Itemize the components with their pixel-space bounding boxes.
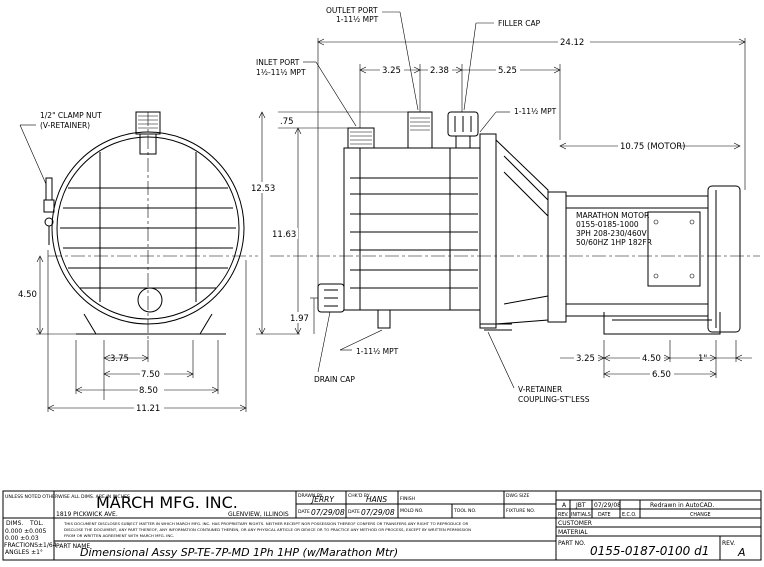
- rev-header: REV.: [558, 512, 569, 518]
- disclaimer-line3: FROM OR WRITTEN AGREEMENT WITH MARCH MFG…: [64, 533, 174, 538]
- nameplate-line4: 50/60HZ 1HP 182FR: [576, 238, 652, 247]
- nameplate-line3: 3PH 208-230/460V: [576, 229, 647, 238]
- dim-375: 3.75: [110, 354, 129, 364]
- nameplate-line1: MARATHON MOTOR: [576, 211, 649, 220]
- mold-label: MOLD NO.: [400, 508, 423, 514]
- front-view: [43, 111, 258, 340]
- v-retainer: [479, 133, 497, 329]
- dim-1253: 12.53: [251, 184, 275, 194]
- dim-850: 8.50: [139, 386, 158, 396]
- dim-197: 1.97: [290, 314, 309, 324]
- motor-end-bell: [707, 185, 741, 333]
- inlet-port: [347, 127, 375, 149]
- front-dimensions: 4.50 3.75 7.50 8.50 11.21 1/2" CLAMP NUT…: [18, 111, 247, 414]
- date-label-1: DATE: [298, 509, 310, 515]
- callout-side-thread: 1-11½ MPT: [514, 107, 557, 116]
- part-name-label: PART NAME: [56, 543, 90, 550]
- date-label-2: DATE: [348, 509, 360, 515]
- eco-header: E.C.O.: [622, 512, 637, 518]
- title-block-frame: [2, 490, 762, 561]
- title-block: UNLESS NOTED OTHERWISE ALL DIMS. ARE IN …: [2, 490, 762, 561]
- company-name: MARCH MFG. INC.: [96, 493, 238, 512]
- tol-label: TOL.: [29, 520, 44, 527]
- rev-label: REV.: [722, 540, 735, 547]
- side-dimensions: 24.12 3.25 2.38 5.25 10.75 (MOTOR) .75: [250, 6, 752, 404]
- callout-v-retainer: V-RETAINER: [518, 385, 562, 394]
- junction-box: [647, 211, 701, 287]
- dim-750: 7.50: [141, 370, 160, 380]
- dim-450-base: 4.50: [642, 354, 661, 364]
- part-number: 0155-0187-0100 d1: [590, 544, 709, 558]
- dim-1in: 1": [698, 354, 707, 364]
- callout-inlet-port: INLET PORT: [256, 58, 300, 67]
- initials-header: INITIALS: [571, 512, 591, 518]
- callout-drain-cap: DRAIN CAP: [314, 375, 355, 384]
- tol-row1: 0.000 ±0.005: [5, 528, 46, 535]
- company-address: 1819 PICKWICK AVE.: [56, 511, 118, 518]
- tolerance-header: UNLESS NOTED OTHERWISE ALL DIMS. ARE IN …: [5, 494, 130, 500]
- side-view: MARATHON MOTOR 0155-0185-1000 3PH 208-23…: [270, 111, 760, 335]
- drawn-date: 07/29/08: [311, 508, 345, 517]
- customer-label: CUSTOMER: [558, 520, 592, 527]
- dim-motor: 10.75 (MOTOR): [620, 142, 685, 152]
- rev-change: Redrawn in AutoCAD.: [650, 502, 714, 509]
- dwg-size-label: DWG SIZE: [506, 493, 530, 499]
- fixture-label: FIXTURE NO.: [506, 508, 535, 514]
- rev-date: 07/29/08: [594, 502, 621, 509]
- dim-2412: 24.12: [560, 38, 584, 48]
- disclaimer-line2: DISCLOSE THE DOCUMENT, ANY PART THEREOF,…: [64, 527, 471, 532]
- callout-outlet-thread: 1-11½ MPT: [336, 15, 379, 24]
- rev-entry: A: [562, 502, 567, 509]
- dim-525: 5.25: [498, 66, 517, 76]
- nameplate-line2: 0155-0185-1000: [576, 220, 639, 229]
- finish-label: FINISH: [400, 496, 415, 502]
- part-name: Dimensional Assy SP-TE-7P-MD 1Ph 1HP (w/…: [80, 546, 398, 559]
- tol-row3: FRACTIONS±1/64: [4, 542, 57, 549]
- chkd-date: 07/29/08: [361, 508, 395, 517]
- disclaimer-line1: THIS DOCUMENT DISCLOSES SUBJECT MATTER I…: [63, 521, 469, 526]
- motor-feet: [603, 312, 721, 335]
- callout-outlet-port: OUTLET PORT: [326, 6, 378, 15]
- drawn-by: JERRY: [310, 495, 335, 504]
- dim-1121: 11.21: [136, 404, 160, 414]
- callout-drain-thread: 1-11½ MPT: [356, 347, 399, 356]
- date-header: DATE: [598, 512, 610, 518]
- tol-row2: 0.00 ±0.03: [5, 535, 39, 542]
- callout-filler-cap: FILLER CAP: [498, 19, 541, 28]
- dim-325-top: 3.25: [382, 66, 401, 76]
- pump-housing-inner: [56, 136, 240, 320]
- rev-initials: JBT: [575, 502, 586, 509]
- dim-450-left: 4.50: [18, 290, 37, 300]
- drawn-by-label: DRAWN BY: [298, 493, 323, 499]
- callout-inlet-thread: 1½-11½ MPT: [256, 68, 306, 77]
- revision: A: [737, 546, 746, 559]
- dim-238: 2.38: [430, 66, 449, 76]
- tool-label: TOOL NO.: [453, 508, 476, 514]
- callout-clamp-nut-sub: (V-RETAINER): [40, 121, 90, 130]
- callout-clamp-nut: 1/2" CLAMP NUT: [40, 111, 102, 120]
- callout-coupling: COUPLING-ST'LESS: [518, 395, 590, 404]
- tol-dims-label: DIMS.: [6, 520, 23, 527]
- dim-075: .75: [280, 117, 294, 127]
- material-label: MATERIAL: [558, 529, 588, 536]
- tol-row4: ANGLES ±1°: [5, 549, 43, 556]
- company-city: GLENVIEW, ILLINOIS: [228, 511, 289, 518]
- part-no-label: PART NO.: [558, 540, 586, 547]
- coupling-bracket: [495, 139, 549, 325]
- pump-body: [343, 147, 481, 311]
- chkd-by: HANS: [366, 495, 387, 504]
- change-header: CHANGE: [690, 512, 711, 518]
- dim-325-base: 3.25: [576, 354, 595, 364]
- clamp-nut: [45, 177, 53, 201]
- chkd-by-label: CHK'D BY: [348, 493, 370, 499]
- front-drain: [137, 287, 163, 313]
- dim-650: 6.50: [652, 370, 671, 380]
- dim-1163: 11.63: [272, 230, 296, 240]
- pump-housing-outer: [51, 131, 245, 325]
